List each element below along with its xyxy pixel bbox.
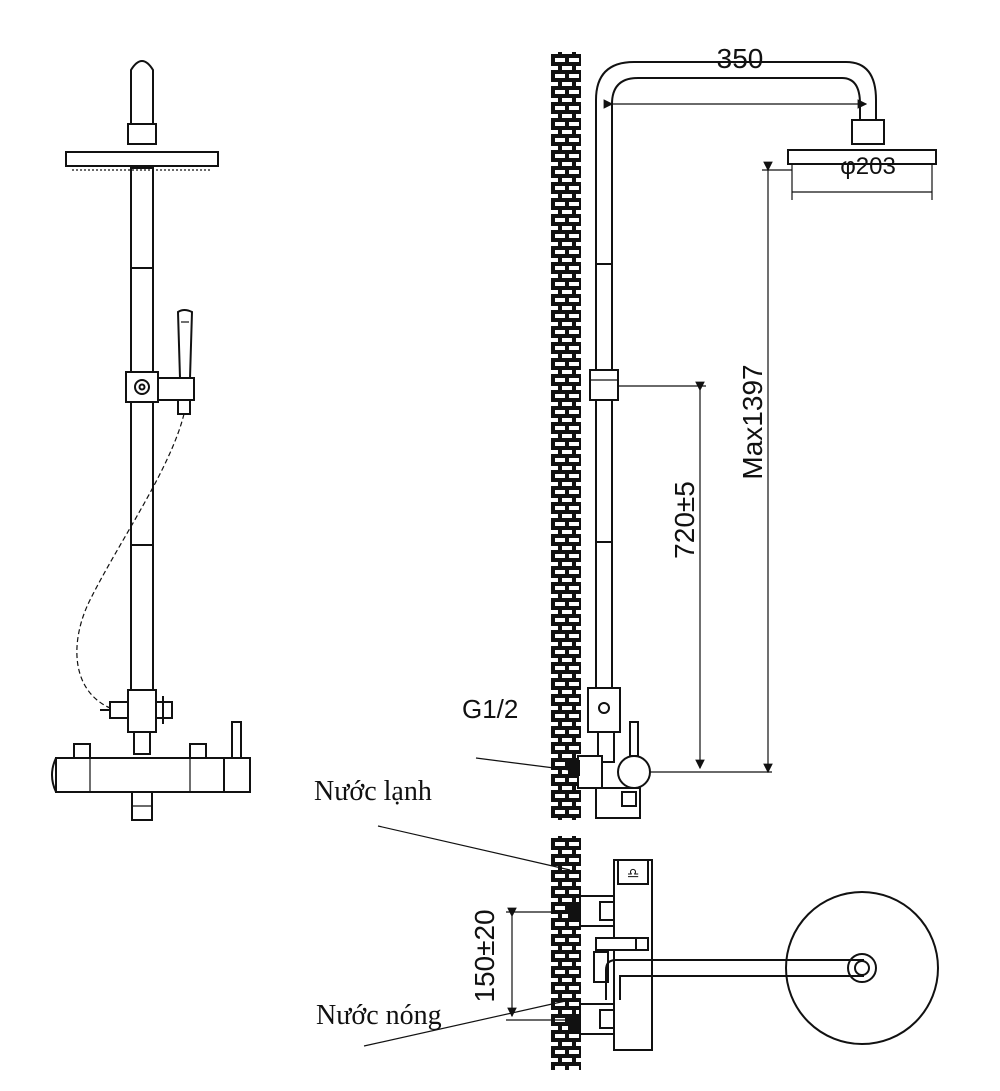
front-view [51, 60, 251, 821]
bracket-side [589, 369, 619, 401]
inlet-spacing-label: 150±20 [469, 909, 500, 1002]
mixer-handle-base [223, 757, 251, 793]
svg-text:♎: ♎ [627, 865, 640, 881]
thread-leader [475, 757, 571, 771]
shower-arm-outer [595, 61, 877, 700]
shower-arm-inner [611, 77, 861, 700]
dim-max-height: Max1397 [737, 161, 792, 774]
wall-brick-top [551, 836, 581, 1070]
dim-arm-length: 350 [603, 43, 868, 109]
max-height-label: Max1397 [737, 364, 768, 479]
top-nut [127, 123, 157, 145]
rain-head-side [787, 149, 937, 165]
valve-body-top [613, 859, 653, 1051]
diverter-side [587, 687, 621, 733]
mixer-knob-side [617, 755, 651, 789]
dim-bracket-spacing: 720±5 [618, 381, 772, 773]
wall-brick-side [551, 52, 581, 820]
sliding-bracket [125, 371, 159, 403]
cold-water-leader [377, 825, 571, 871]
hose [76, 413, 185, 709]
top-view: ♎ 150±20 Nước lạnh Nước nóng [314, 776, 939, 1070]
diverter-body [127, 689, 157, 733]
dim-head-diameter: φ203 [840, 153, 896, 180]
hand-shower-holder [157, 377, 195, 401]
arm-top-inner [619, 975, 864, 1000]
hot-water-leader [363, 999, 571, 1047]
mixer-body [55, 757, 225, 793]
dim-inlet-spacing: 150±20 [469, 907, 570, 1021]
side-view: 350 φ203 Max1397 720±5 G1/2 [462, 43, 937, 820]
bracket-spacing-label: 720±5 [669, 481, 700, 559]
top-cap [130, 60, 154, 125]
head-diameter-label: φ203 [840, 153, 896, 180]
hand-shower [176, 309, 194, 379]
rain-head-top [785, 891, 939, 1045]
mixer-lever [231, 721, 242, 759]
rain-head-plate [65, 151, 219, 167]
cold-water-label: Nước lạnh [314, 776, 432, 807]
hot-water-label: Nước nóng [316, 1000, 442, 1031]
arm-length-label: 350 [717, 43, 764, 74]
riser-pipe [130, 167, 154, 691]
thread-label: G1/2 [462, 694, 518, 724]
